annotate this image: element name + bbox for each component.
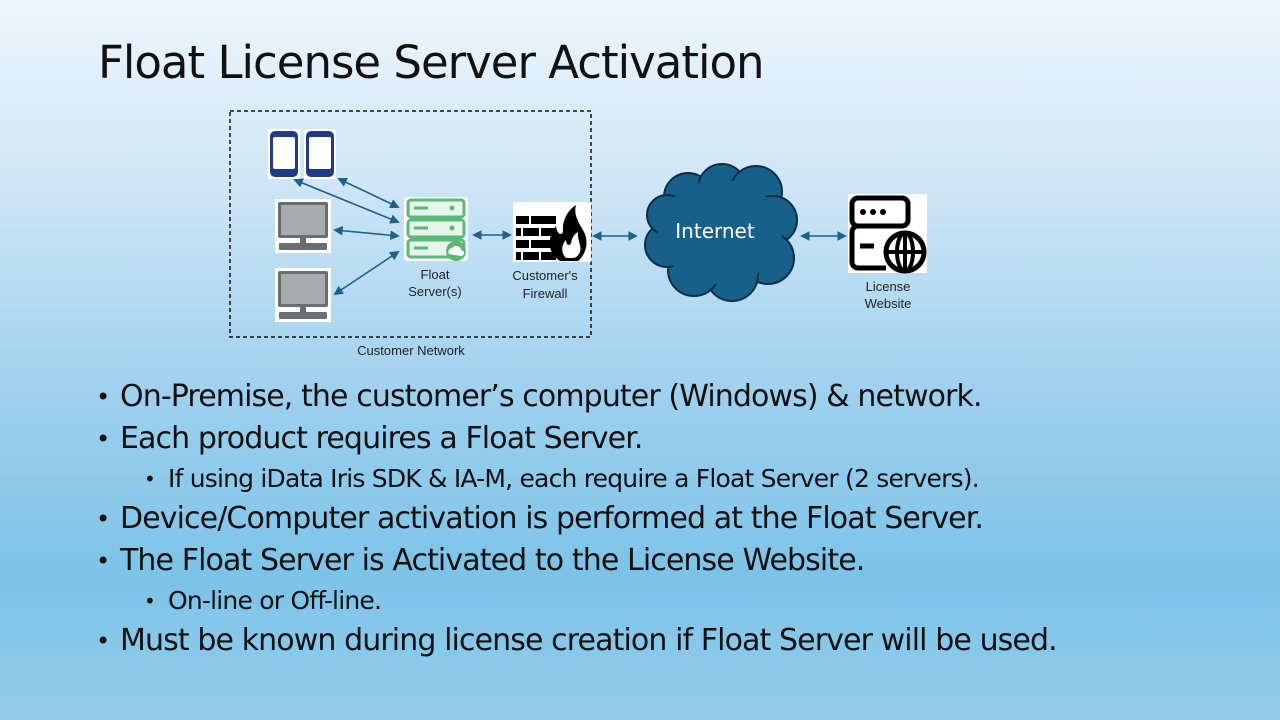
customer-network-boundary	[229, 110, 592, 338]
license-website-label-line2: Website	[865, 296, 912, 311]
bullet-text: Must be known during license creation if…	[120, 623, 1058, 658]
bullet-dot-icon: •	[96, 547, 110, 575]
bullet-dot-icon: •	[96, 505, 110, 533]
bullet-text: On-Premise, the customer’s computer (Win…	[120, 379, 982, 414]
firewall-icon	[513, 202, 591, 262]
bullet-item: • Device/Computer activation is performe…	[96, 498, 1057, 540]
firewall-label-line2: Firewall	[523, 286, 568, 301]
desktop-computer-icon	[275, 268, 331, 322]
bullet-text: Device/Computer activation is performed …	[120, 501, 984, 536]
bullet-item: • On-Premise, the customer’s computer (W…	[96, 376, 1057, 418]
internet-label: Internet	[675, 219, 755, 243]
bullet-dot-icon: •	[96, 425, 110, 453]
slide-title: Float License Server Activation	[98, 36, 765, 89]
float-server-label-line1: Float	[421, 267, 450, 282]
connection-arrow	[333, 225, 400, 241]
bullet-dot-icon: •	[96, 383, 110, 411]
license-website-label-line1: License	[866, 279, 911, 294]
bullet-item: • Must be known during license creation …	[96, 620, 1058, 662]
float-server-label-line2: Server(s)	[408, 284, 461, 299]
bullet-dot-icon: •	[96, 627, 110, 655]
firewall-label-line1: Customer's	[512, 268, 578, 283]
cloud-icon	[644, 163, 798, 302]
bullet-text: Each product requires a Float Server.	[120, 421, 643, 456]
bullet-dot-icon: •	[144, 467, 156, 491]
customer-network-label: Customer Network	[357, 343, 465, 358]
bullet-dot-icon: •	[144, 589, 156, 613]
bullet-text: The Float Server is Activated to the Lic…	[120, 543, 865, 578]
bullet-text: On-line or Off-line.	[168, 586, 382, 615]
sub-bullet-item: • If using iData Iris SDK & IA-M, each r…	[96, 460, 1057, 498]
web-server-icon	[848, 194, 927, 274]
bullet-list: • On-Premise, the customer’s computer (W…	[96, 376, 1058, 662]
mobile-phone-icon	[268, 129, 336, 179]
bullet-text: If using iData Iris SDK & IA-M, each req…	[168, 464, 980, 493]
bullet-item: • Each product requires a Float Server.	[96, 418, 1057, 460]
connection-arrow	[337, 177, 400, 209]
sub-bullet-item: • On-line or Off-line.	[96, 582, 1057, 620]
connection-arrow	[333, 250, 400, 296]
desktop-computer-icon	[275, 199, 331, 253]
server-cloud-icon	[404, 197, 468, 261]
bullet-item: • The Float Server is Activated to the L…	[96, 540, 1057, 582]
